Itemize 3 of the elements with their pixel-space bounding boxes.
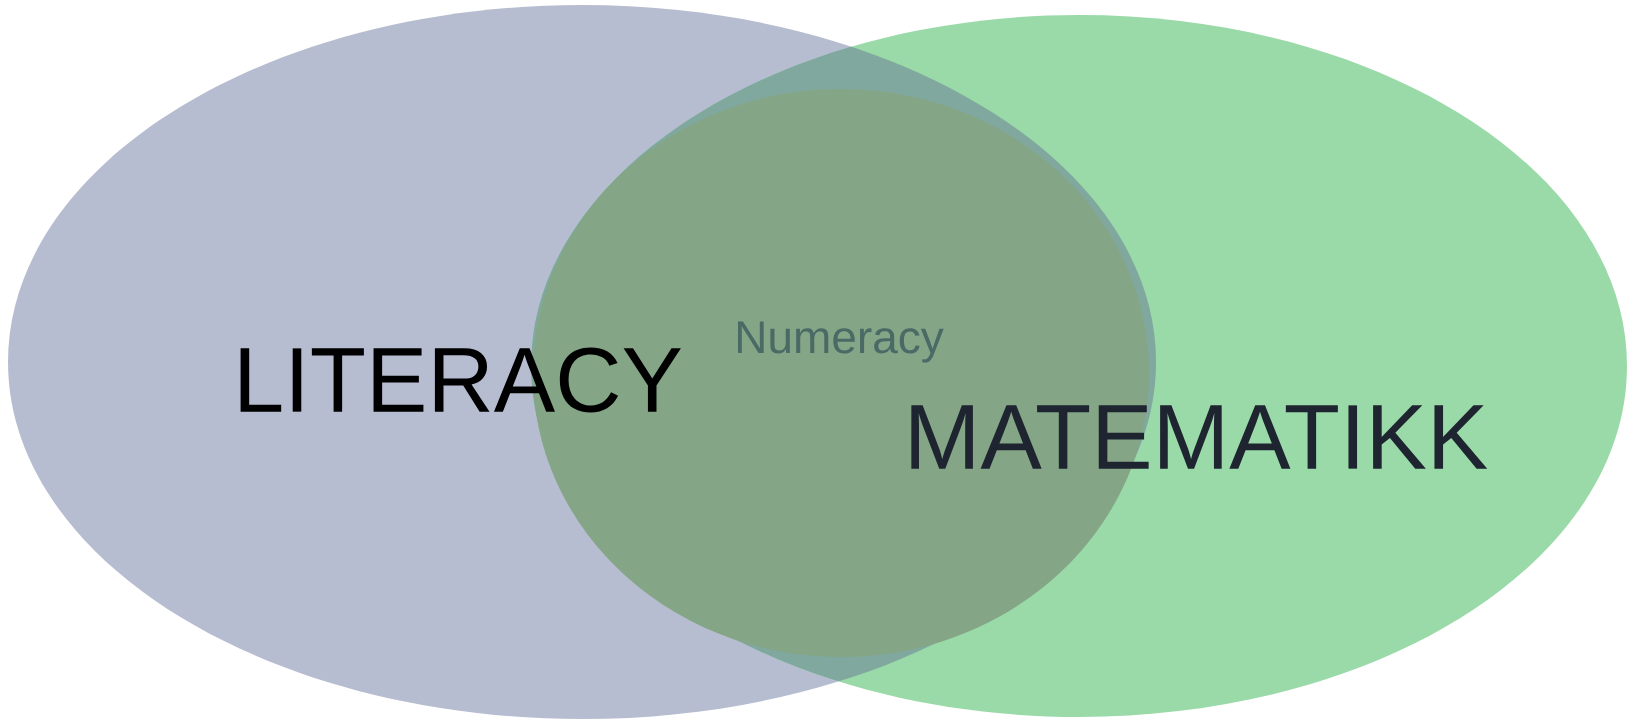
venn-label: MATEMATIKK bbox=[911, 405, 1488, 469]
venn-label: Numeracy bbox=[738, 321, 944, 363]
venn-label: LITERACY bbox=[240, 347, 681, 413]
